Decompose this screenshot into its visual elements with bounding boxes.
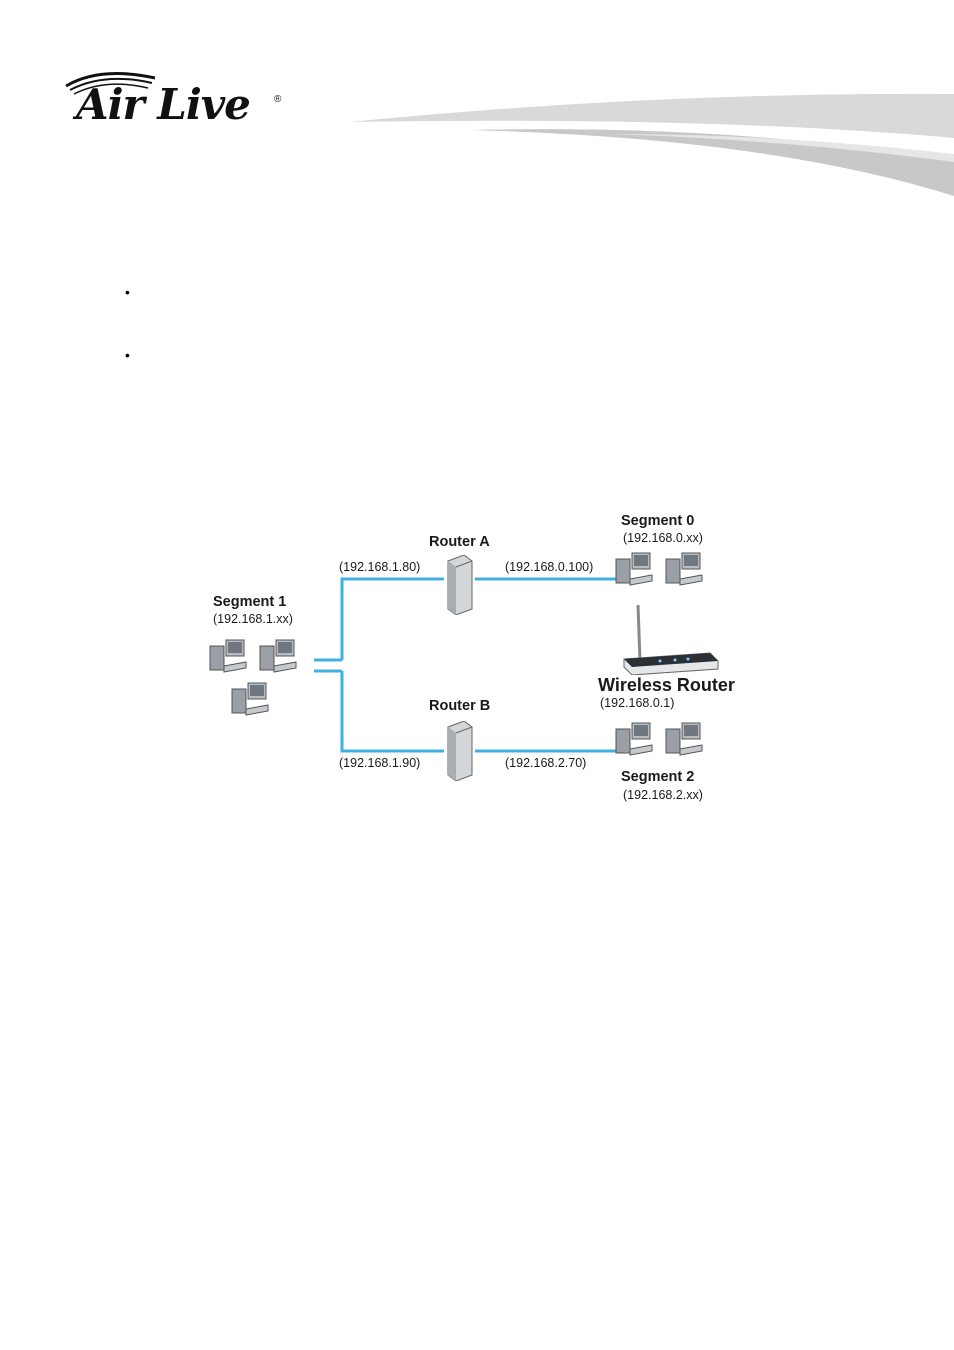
header-swoosh-graphic xyxy=(350,93,954,196)
router-a-right-ip: (192.168.0.100) xyxy=(505,560,594,574)
airlive-logo: Air Live ® xyxy=(60,66,300,132)
logo-text: Air Live xyxy=(76,80,251,129)
segment2-title: Segment 2 xyxy=(621,769,695,785)
router-b-left-ip: (192.168.1.90) xyxy=(339,756,421,770)
computer-icon xyxy=(208,636,248,676)
bullet-2: • xyxy=(125,347,130,363)
network-connections xyxy=(314,577,616,753)
logo-arc-icon xyxy=(65,72,156,95)
segment1-title: Segment 1 xyxy=(213,594,287,610)
segment0-subnet: (192.168.0.xx) xyxy=(623,531,703,545)
page-header: Air Live ® xyxy=(0,0,954,210)
network-diagram: Segment 1 (192.168.1.xx) Router A (192.1… xyxy=(200,503,756,811)
router-a-left-ip: (192.168.1.80) xyxy=(339,560,421,574)
computer-icon xyxy=(614,549,654,589)
computer-icon xyxy=(258,636,298,676)
computer-icon xyxy=(614,719,654,759)
router-a-title: Router A xyxy=(429,534,490,550)
network-lines xyxy=(314,577,616,753)
link-to-router-b xyxy=(340,671,444,753)
router-b-title: Router B xyxy=(429,698,491,714)
computer-icon xyxy=(664,719,704,759)
computer-icon xyxy=(230,679,270,719)
segment2-subnet: (192.168.2.xx) xyxy=(623,788,703,802)
wireless-router-ip: (192.168.0.1) xyxy=(600,696,675,710)
router-b-right-ip: (192.168.2.70) xyxy=(505,756,587,770)
bullet-1: • xyxy=(125,284,130,300)
wireless-router-title: Wireless Router xyxy=(598,675,735,695)
link-to-router-a xyxy=(340,577,444,660)
segment0-title: Segment 0 xyxy=(621,513,695,529)
logo-registered-mark: ® xyxy=(274,94,282,105)
computer-icon xyxy=(664,549,704,589)
segment1-subnet: (192.168.1.xx) xyxy=(213,612,293,626)
